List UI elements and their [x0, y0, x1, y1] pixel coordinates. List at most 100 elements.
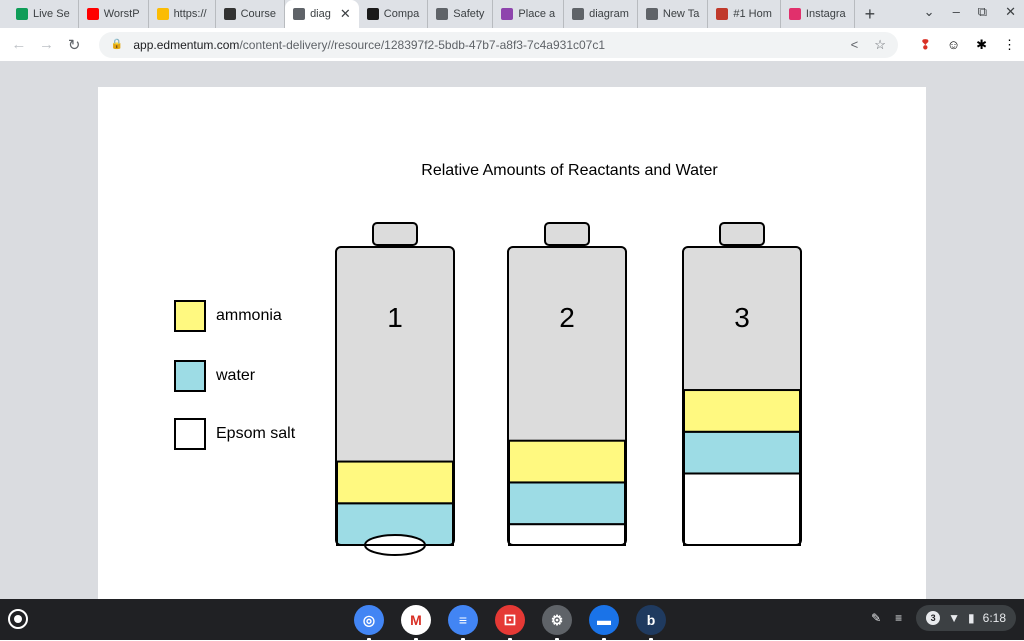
tab-favicon-icon — [716, 8, 729, 20]
shelf-app-files-icon[interactable]: ▬ — [589, 605, 619, 641]
tab-favicon-icon — [16, 8, 28, 20]
tab-label: diagram — [589, 8, 629, 20]
browser-toolbar: ← → ↻ 🔒 app.edmentum.com/content-deliver… — [0, 28, 1024, 62]
legend-label-ammonia: ammonia — [216, 307, 282, 324]
shelf-app-settings-icon[interactable]: ⚙ — [542, 605, 572, 641]
shelf-app-gmail-icon[interactable]: M — [401, 605, 431, 641]
shelf-app-glyph: ◎ — [362, 611, 376, 628]
bottle-outline — [682, 246, 802, 546]
tab-0[interactable]: Live Se — [8, 0, 79, 28]
window-controls: ⌄ – ⧉ ✕ — [924, 4, 1016, 20]
tab-favicon-icon — [645, 8, 658, 20]
stylus-icon[interactable]: ✎ — [871, 611, 882, 625]
figure-title: Relative Amounts of Reactants and Water — [421, 162, 718, 179]
minimize-icon[interactable]: – — [952, 4, 960, 19]
tab-favicon-icon — [366, 8, 379, 20]
figure-card: Relative Amounts of Reactants and Water … — [98, 87, 926, 599]
tab-label: Place a — [518, 8, 556, 20]
launcher-icon[interactable] — [8, 609, 28, 629]
reload-icon[interactable]: ↻ — [67, 36, 81, 54]
shelf-app-docs-icon[interactable]: ≡ — [448, 605, 478, 641]
tab-9[interactable]: New Ta — [638, 0, 709, 28]
new-tab-button[interactable]: + — [864, 3, 876, 24]
share-icon[interactable]: < — [850, 36, 859, 52]
bottle-cap — [544, 222, 590, 246]
extension-face-icon[interactable]: ☺ — [946, 37, 961, 52]
tab-search-icon[interactable]: ⌄ — [923, 4, 935, 19]
tab-label: diag — [310, 8, 331, 20]
bottle-layer-ammonia — [508, 439, 626, 484]
bottle-cap — [719, 222, 765, 246]
bookmark-star-icon[interactable]: ☆ — [874, 36, 886, 52]
bottle-layer-ammonia — [336, 460, 454, 505]
tab-favicon-icon — [501, 8, 514, 20]
close-window-icon[interactable]: ✕ — [1005, 4, 1016, 19]
tab-strip: Live Se WorstP https:// Course diag ✕ Compa Saf… — [0, 0, 1024, 28]
legend-ammonia: ammonia — [174, 300, 282, 332]
shelf-app-chrome-icon[interactable]: ◎ — [354, 605, 384, 641]
tab-favicon-icon — [156, 8, 169, 20]
tab-label: Safety — [453, 8, 485, 20]
menu-kebab-icon[interactable]: ⋮ — [1003, 36, 1017, 52]
restore-icon[interactable]: ⧉ — [977, 4, 988, 19]
system-tray[interactable]: 3 ▼ ▮ 6:18 — [916, 605, 1016, 631]
bottle-layer-water — [508, 481, 626, 526]
extensions-puzzle-icon[interactable]: ✱ — [976, 36, 988, 52]
tab-favicon-icon — [223, 8, 236, 20]
tab-7[interactable]: Place a — [493, 0, 565, 28]
back-arrow-icon[interactable]: ← — [11, 36, 27, 53]
tab-favicon-icon — [436, 8, 449, 20]
media-queue-icon[interactable]: ≡ — [895, 611, 903, 625]
tab-label: Live Se — [33, 8, 70, 20]
legend-label-water: water — [216, 367, 256, 384]
legend-water: water — [174, 360, 255, 392]
shelf-app-glyph: ⚀ — [503, 611, 517, 628]
bottle-layer-ammonia — [683, 389, 801, 433]
forward-arrow-icon[interactable]: → — [38, 36, 54, 53]
tab-label: https:// — [173, 8, 207, 20]
shelf-apps: ◎ M ≡ ⚀ ⚙ ▬ b — [354, 605, 666, 641]
lock-icon[interactable]: 🔒 — [110, 39, 124, 50]
tab-5[interactable]: Compa — [359, 0, 429, 28]
legend-epsom-salt: Epsom salt — [174, 418, 295, 450]
tab-label: Instagra — [805, 8, 846, 20]
shelf-app-app-red-icon[interactable]: ⚀ — [495, 605, 525, 641]
shelf-app-glyph: ⚙ — [550, 611, 564, 628]
tab-8[interactable]: diagram — [564, 0, 638, 28]
tab-3[interactable]: Course — [216, 0, 286, 28]
tab-favicon-icon — [788, 8, 801, 20]
tab-2[interactable]: https:// — [149, 0, 216, 28]
bottle-number-label: 1 — [387, 302, 403, 333]
bottle-number-label: 3 — [734, 302, 750, 333]
bottle-cap — [372, 222, 418, 246]
tab-favicon-icon — [86, 8, 99, 20]
tab-label: Compa — [383, 8, 420, 20]
legend-swatch-ammonia — [174, 300, 206, 332]
tab-1[interactable]: WorstP — [79, 0, 149, 28]
battery-icon: ▮ — [968, 611, 975, 625]
url-path: /content-delivery//resource/128397f2-5bd… — [239, 37, 606, 52]
bottle-outline — [335, 246, 455, 546]
page-content: Relative Amounts of Reactants and Water … — [0, 62, 1024, 599]
tab-label: Course — [240, 8, 277, 20]
shelf-app-bitmoji-icon[interactable]: b — [636, 605, 666, 641]
tab-label: New Ta — [662, 8, 700, 20]
legend-label-epsom-salt: Epsom salt — [216, 425, 296, 442]
status-tray[interactable]: ✎ ≡ 3 ▼ ▮ 6:18 — [871, 605, 1016, 631]
tab-10[interactable]: #1 Hom — [708, 0, 781, 28]
tab-favicon-icon — [572, 8, 585, 20]
clock: 6:18 — [982, 611, 1006, 625]
shelf-app-glyph: b — [646, 612, 656, 628]
legend-swatch-epsom-salt — [174, 418, 206, 450]
url-domain: app.edmentum.com — [133, 37, 240, 52]
tab-6[interactable]: Safety — [428, 0, 494, 28]
tab-4[interactable]: diag ✕ — [285, 0, 359, 28]
tab-11[interactable]: Instagra — [781, 0, 855, 28]
tab-favicon-icon — [293, 8, 306, 20]
tab-close-icon[interactable]: ✕ — [339, 6, 351, 21]
extension-icon[interactable]: ❢ — [919, 36, 931, 52]
address-bar[interactable]: 🔒 app.edmentum.com/content-delivery//res… — [98, 31, 898, 58]
tab-label: #1 Hom — [733, 8, 772, 20]
shelf-app-glyph: ≡ — [458, 612, 468, 628]
